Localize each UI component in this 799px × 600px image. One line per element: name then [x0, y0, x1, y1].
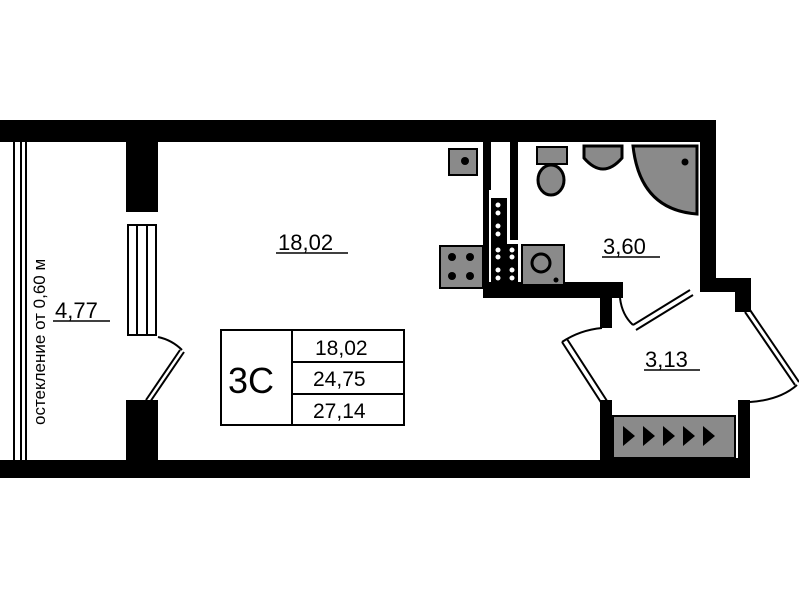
washbasin-icon — [582, 144, 624, 171]
room-label-loggia: 4,77 остекление от 0,60 м — [30, 259, 110, 425]
apartment-type: 3С — [228, 360, 274, 401]
hall-area: 3,13 — [645, 347, 688, 372]
stove-icon — [439, 245, 484, 289]
legend-total-area: 24,75 — [313, 368, 366, 391]
loggia-glazing — [13, 142, 27, 462]
living-area: 18,02 — [278, 230, 333, 255]
bathroom-door — [619, 289, 694, 331]
shower-icon — [631, 144, 699, 216]
walls — [0, 120, 751, 478]
legend-total-with-loggia: 27,14 — [313, 400, 366, 423]
room-label-bathroom: 3,60 — [602, 234, 660, 259]
sink-icon — [448, 148, 478, 176]
balcony-window — [127, 224, 157, 336]
toilet-icon — [536, 146, 568, 197]
glazing-note: остекление от 0,60 м — [30, 259, 49, 425]
washing-machine-icon — [521, 244, 565, 286]
bathroom-area: 3,60 — [603, 234, 646, 259]
loggia-area: 4,77 — [55, 298, 98, 323]
kitchen-cabinets — [491, 198, 518, 294]
apartment-legend: 3С 18,02 24,75 27,14 — [220, 329, 405, 426]
hall-window-right — [744, 309, 799, 403]
room-label-living: 18,02 — [276, 230, 348, 255]
hall-window-left — [561, 327, 610, 408]
room-label-hall: 3,13 — [644, 347, 700, 372]
legend-living-area: 18,02 — [315, 337, 368, 360]
balcony-door — [145, 336, 185, 403]
radiator — [612, 415, 736, 459]
